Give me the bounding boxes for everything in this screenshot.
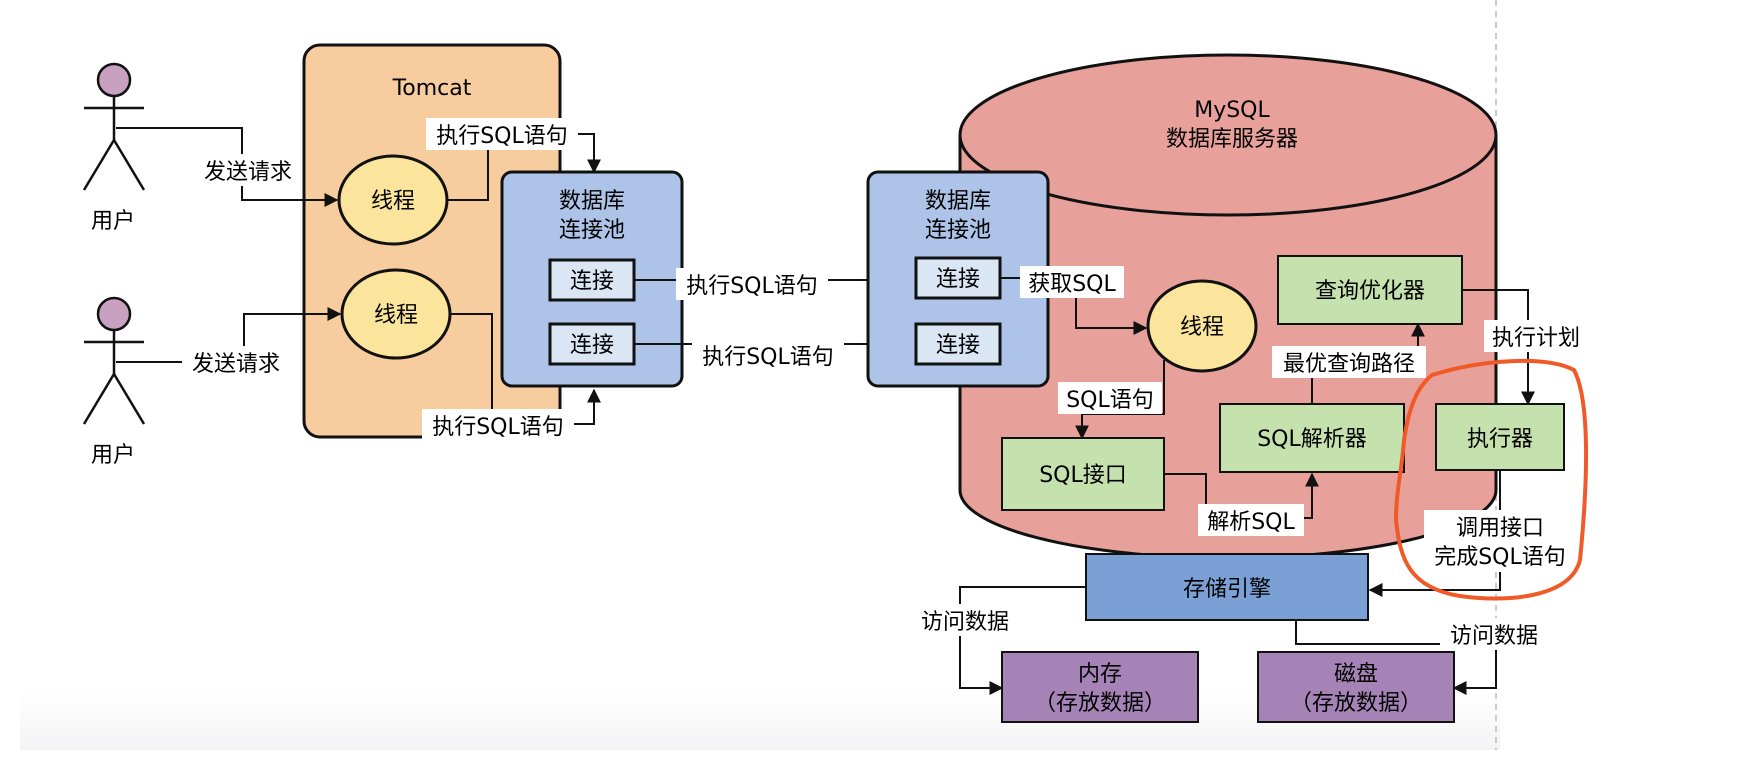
- memory-line2: （存放数据）: [1034, 691, 1166, 716]
- user-label: 用户: [91, 209, 135, 234]
- sql-statement-label: SQL语句: [1066, 388, 1154, 413]
- mysql-title-line2: 数据库服务器: [1166, 127, 1298, 152]
- wire-exec-label: 执行SQL语句: [702, 345, 834, 370]
- connection-label: 连接: [570, 333, 614, 358]
- call-interface-line1: 调用接口: [1456, 516, 1544, 541]
- mysql-title-line1: MySQL: [1194, 98, 1270, 123]
- access-memory-arrow: [959, 586, 1086, 695]
- storage-engine-label: 存储引擎: [1183, 577, 1271, 602]
- parse-sql-label: 解析SQL: [1207, 510, 1295, 535]
- memory-box: [1001, 651, 1199, 723]
- user-head-icon: [96, 296, 132, 332]
- send-request-label: 发送请求: [204, 160, 292, 185]
- thread-label: 线程: [374, 303, 418, 328]
- disk-box: [1257, 651, 1455, 723]
- executor-highlight: [1393, 358, 1589, 601]
- server-connection-1: [914, 256, 1002, 300]
- executor-box: [1435, 403, 1565, 471]
- exec-plan-arrow: [1462, 289, 1535, 406]
- connection-label: 连接: [936, 333, 980, 358]
- user-head-icon: [96, 62, 132, 98]
- wire-exec-label: 执行SQL语句: [686, 274, 818, 299]
- best-path-label: 最优查询路径: [1283, 352, 1415, 377]
- connection-label: 连接: [936, 267, 980, 292]
- user-actor-2: 用户: [82, 296, 146, 468]
- access-data-label: 访问数据: [921, 610, 1009, 635]
- executor-label: 执行器: [1467, 427, 1533, 452]
- disk-line2: （存放数据）: [1290, 691, 1422, 716]
- query-optimizer-label: 查询优化器: [1315, 279, 1425, 304]
- sql-parser-label: SQL解析器: [1257, 427, 1367, 452]
- sql-parser-box: [1219, 403, 1405, 473]
- send-request-label: 发送请求: [192, 352, 280, 377]
- user-label: 用户: [91, 443, 135, 468]
- query-optimizer-box: [1277, 255, 1463, 325]
- access-data-label: 访问数据: [1450, 624, 1538, 649]
- exec-plan-label: 执行计划: [1492, 326, 1580, 351]
- tomcat-title: Tomcat: [392, 76, 472, 101]
- exec-sql-label: 执行SQL语句: [432, 415, 564, 440]
- user-2-request-arrow: [116, 307, 342, 363]
- user-actor-1: 用户: [82, 62, 146, 234]
- thread-label: 线程: [1180, 315, 1224, 340]
- exec-sql-label: 执行SQL语句: [436, 124, 568, 149]
- thread-label: 线程: [371, 189, 415, 214]
- sql-interface-label: SQL接口: [1039, 463, 1127, 488]
- mysql-thread: [1146, 279, 1258, 373]
- disk-line1: 磁盘: [1334, 662, 1378, 687]
- storage-engine-box: [1085, 553, 1369, 621]
- connection-label: 连接: [570, 269, 614, 294]
- pool-title-line2: 连接池: [559, 218, 625, 243]
- pool-title-line2: 连接池: [925, 218, 991, 243]
- memory-line1: 内存: [1078, 662, 1122, 687]
- get-sql-label: 获取SQL: [1028, 272, 1116, 297]
- call-interface-line2: 完成SQL语句: [1434, 545, 1566, 570]
- pool-title-line1: 数据库: [925, 189, 991, 214]
- server-connection-2: [914, 322, 1002, 366]
- pool-title-line1: 数据库: [559, 189, 625, 214]
- floor-shadow: [20, 690, 1500, 750]
